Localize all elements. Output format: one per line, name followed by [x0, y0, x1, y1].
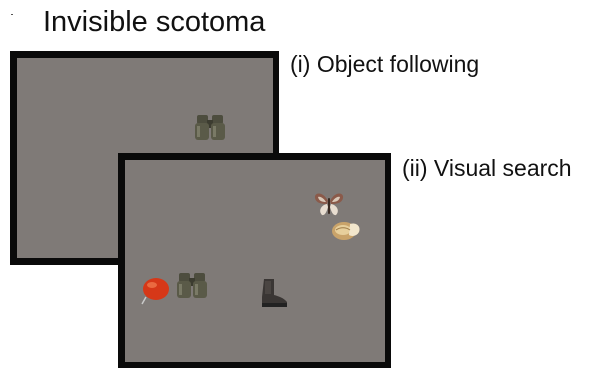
- figure-title: Invisible scotoma: [43, 6, 266, 38]
- seashell-icon: [332, 222, 360, 240]
- label-object-following: (i) Object following: [290, 51, 480, 77]
- boot-icon: [262, 279, 287, 307]
- red-lollipop-icon: [141, 278, 169, 305]
- binoculars-icon: [177, 273, 207, 298]
- binoculars-icon: [195, 115, 225, 140]
- stray-mark: [11, 14, 13, 15]
- label-visual-search: (ii) Visual search: [402, 155, 572, 181]
- screen-visual-search: [118, 153, 391, 368]
- butterfly-icon: [314, 193, 344, 216]
